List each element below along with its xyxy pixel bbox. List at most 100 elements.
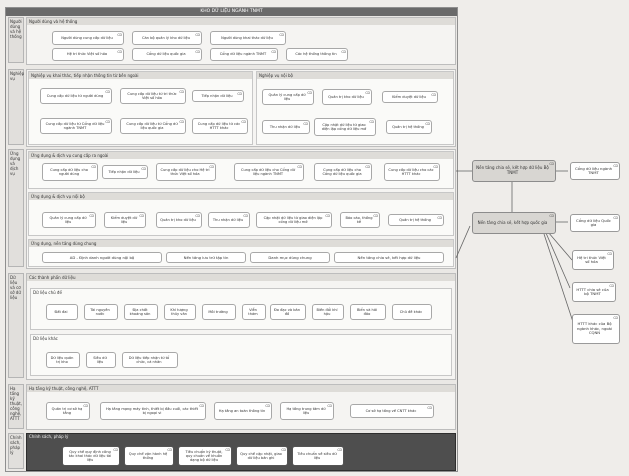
biz-left-heading: Nghiệp vụ khai thác, tiếp nhận thông tin… — [29, 72, 252, 79]
box-label: Đo đạc và bản đồ — [274, 307, 300, 316]
app-common-ad[interactable]: AD - Định danh người dùng nội bộ — [42, 252, 162, 263]
policy-box-2[interactable]: Tiêu chuẩn kỹ thuật, quy chuẩn về khuôn … — [178, 446, 232, 466]
box-label: Kiểm duyệt dữ liệu — [110, 215, 138, 224]
biz-right-heading: Nghiệp vụ nội bộ — [257, 72, 453, 79]
cd-icon: CD — [265, 404, 270, 408]
data-topic-box-8[interactable]: Biển và hải đảo — [350, 304, 386, 320]
box-label: Cung cấp dữ liệu từ Cổng dữ liệu ngành T… — [45, 121, 105, 130]
user-box-tnmt-portal[interactable]: Cổng dữ liệu ngành TNMT CD — [210, 48, 278, 61]
biz-box-receive[interactable]: Tiếp nhận dữ liệu CD — [192, 90, 244, 102]
box-label: Thu nhận dữ liệu — [269, 124, 301, 129]
data-other-box-0[interactable]: Dữ liệu quản trị kho — [46, 352, 80, 368]
data-topic-box-4[interactable]: Môi trường — [202, 304, 236, 320]
biz-box-from-tnmt[interactable]: Cung cấp dữ liệu từ Cổng dữ liệu ngành T… — [40, 118, 112, 134]
data-topic-box-1[interactable]: Tài nguyên nước — [84, 304, 118, 320]
app-common-storage[interactable]: Nền tảng lưu trữ tập tin — [166, 252, 246, 263]
box-label: Cổng dữ liệu ngành TNMT — [219, 52, 267, 57]
data-topic-box-3[interactable]: Khí tượng thủy văn — [164, 304, 196, 320]
box-label: Cung cấp dữ liệu cho Cổng dữ liệu quốc g… — [322, 167, 362, 176]
app-ext-box-4[interactable]: Cung cấp dữ liệu cho Cổng dữ liệu quốc g… — [314, 163, 372, 181]
box-label: Quy chế cập nhật, giao dữ liệu bản ghi — [240, 451, 282, 460]
box-label: Hạ tầng mạng máy tính, thiết bị đầu cuối… — [105, 406, 199, 415]
app-ext-box-3[interactable]: Cung cấp dữ liệu cho Cổng dữ liệu ngành … — [234, 163, 304, 181]
data-other-box-2[interactable]: Dữ liệu tiếp nhận từ tổ chức, cá nhân — [122, 352, 178, 368]
cd-icon: CD — [613, 164, 618, 168]
box-label: Biến đổi khí hậu — [316, 307, 338, 316]
biz-box-from-knowledge[interactable]: Cung cấp dữ liệu từ tri thức Việt số hóa… — [120, 88, 186, 104]
cd-icon: CD — [117, 33, 122, 37]
box-label: Tiếp nhận dữ liệu — [201, 93, 233, 98]
box-label: Quản trị kho dữ liệu — [328, 94, 364, 99]
cd-icon: CD — [141, 167, 146, 171]
data-other-box-1[interactable]: Siêu dữ liệu — [86, 352, 116, 368]
data-topic-box-7[interactable]: Biến đổi khí hậu — [312, 304, 344, 320]
cd-icon: CD — [365, 165, 370, 169]
tech-box-1[interactable]: Hạ tầng mạng máy tính, thiết bị đầu cuối… — [100, 402, 206, 420]
app-int-box-4[interactable]: Cập nhật dữ liệu từ giao diện lập cổng d… — [256, 212, 332, 228]
biz-box-update-open[interactable]: Cập nhật dữ liệu từ giao diện lập cổng d… — [314, 118, 376, 136]
cd-icon: CD — [195, 33, 200, 37]
cd-icon: CD — [369, 120, 374, 124]
box-label: Đất đai — [54, 309, 68, 314]
box-label: Cung cấp dữ liệu từ Cổng dữ liệu quốc gi… — [126, 121, 178, 130]
app-ext-box-2[interactable]: Cung cấp dữ liệu cho Hệ tri thức Việt số… — [156, 163, 216, 181]
box-label: Cung cấp dữ liệu từ người dùng — [46, 93, 104, 98]
cd-icon: CD — [237, 92, 242, 96]
share-platform-tnmt[interactable]: Nền tảng chia sẻ, kết hợp dữ liệu Bộ TNM… — [472, 160, 556, 182]
data-topic-box-2[interactable]: Địa chất khoáng sản — [124, 304, 158, 320]
cd-icon: CD — [431, 93, 436, 97]
biz-box-from-national[interactable]: Cung cấp dữ liệu từ Cổng dữ liệu quốc gi… — [120, 118, 186, 134]
cd-icon: CD — [195, 214, 200, 218]
cd-icon: CD — [209, 165, 214, 169]
cd-icon: CD — [139, 214, 144, 218]
app-common-share[interactable]: Nền tảng chia sẻ, kết hợp dữ liệu — [334, 252, 444, 263]
data-topic-box-9[interactable]: Chủ đề khác — [392, 304, 432, 320]
cd-icon: CD — [437, 216, 442, 220]
app-common-catalog[interactable]: Danh mục dùng chung — [250, 252, 330, 263]
app-ext-panel: Ứng dụng & dịch vụ cung cấp ra ngoài — [28, 151, 454, 189]
data-topic-box-0[interactable]: Đất đai — [46, 304, 78, 320]
data-topic-box-6[interactable]: Đo đạc và bản đồ — [270, 304, 306, 320]
cd-icon: CD — [271, 50, 276, 54]
cd-icon: CD — [303, 122, 308, 126]
layer-label-policy: Chính sách, pháp lý — [8, 433, 24, 469]
cd-icon: CD — [337, 448, 342, 452]
policy-box-0[interactable]: Quy chế quy định công tác khai thác dữ l… — [62, 446, 120, 466]
data-topic-box-5[interactable]: Viễn thám — [242, 304, 266, 320]
